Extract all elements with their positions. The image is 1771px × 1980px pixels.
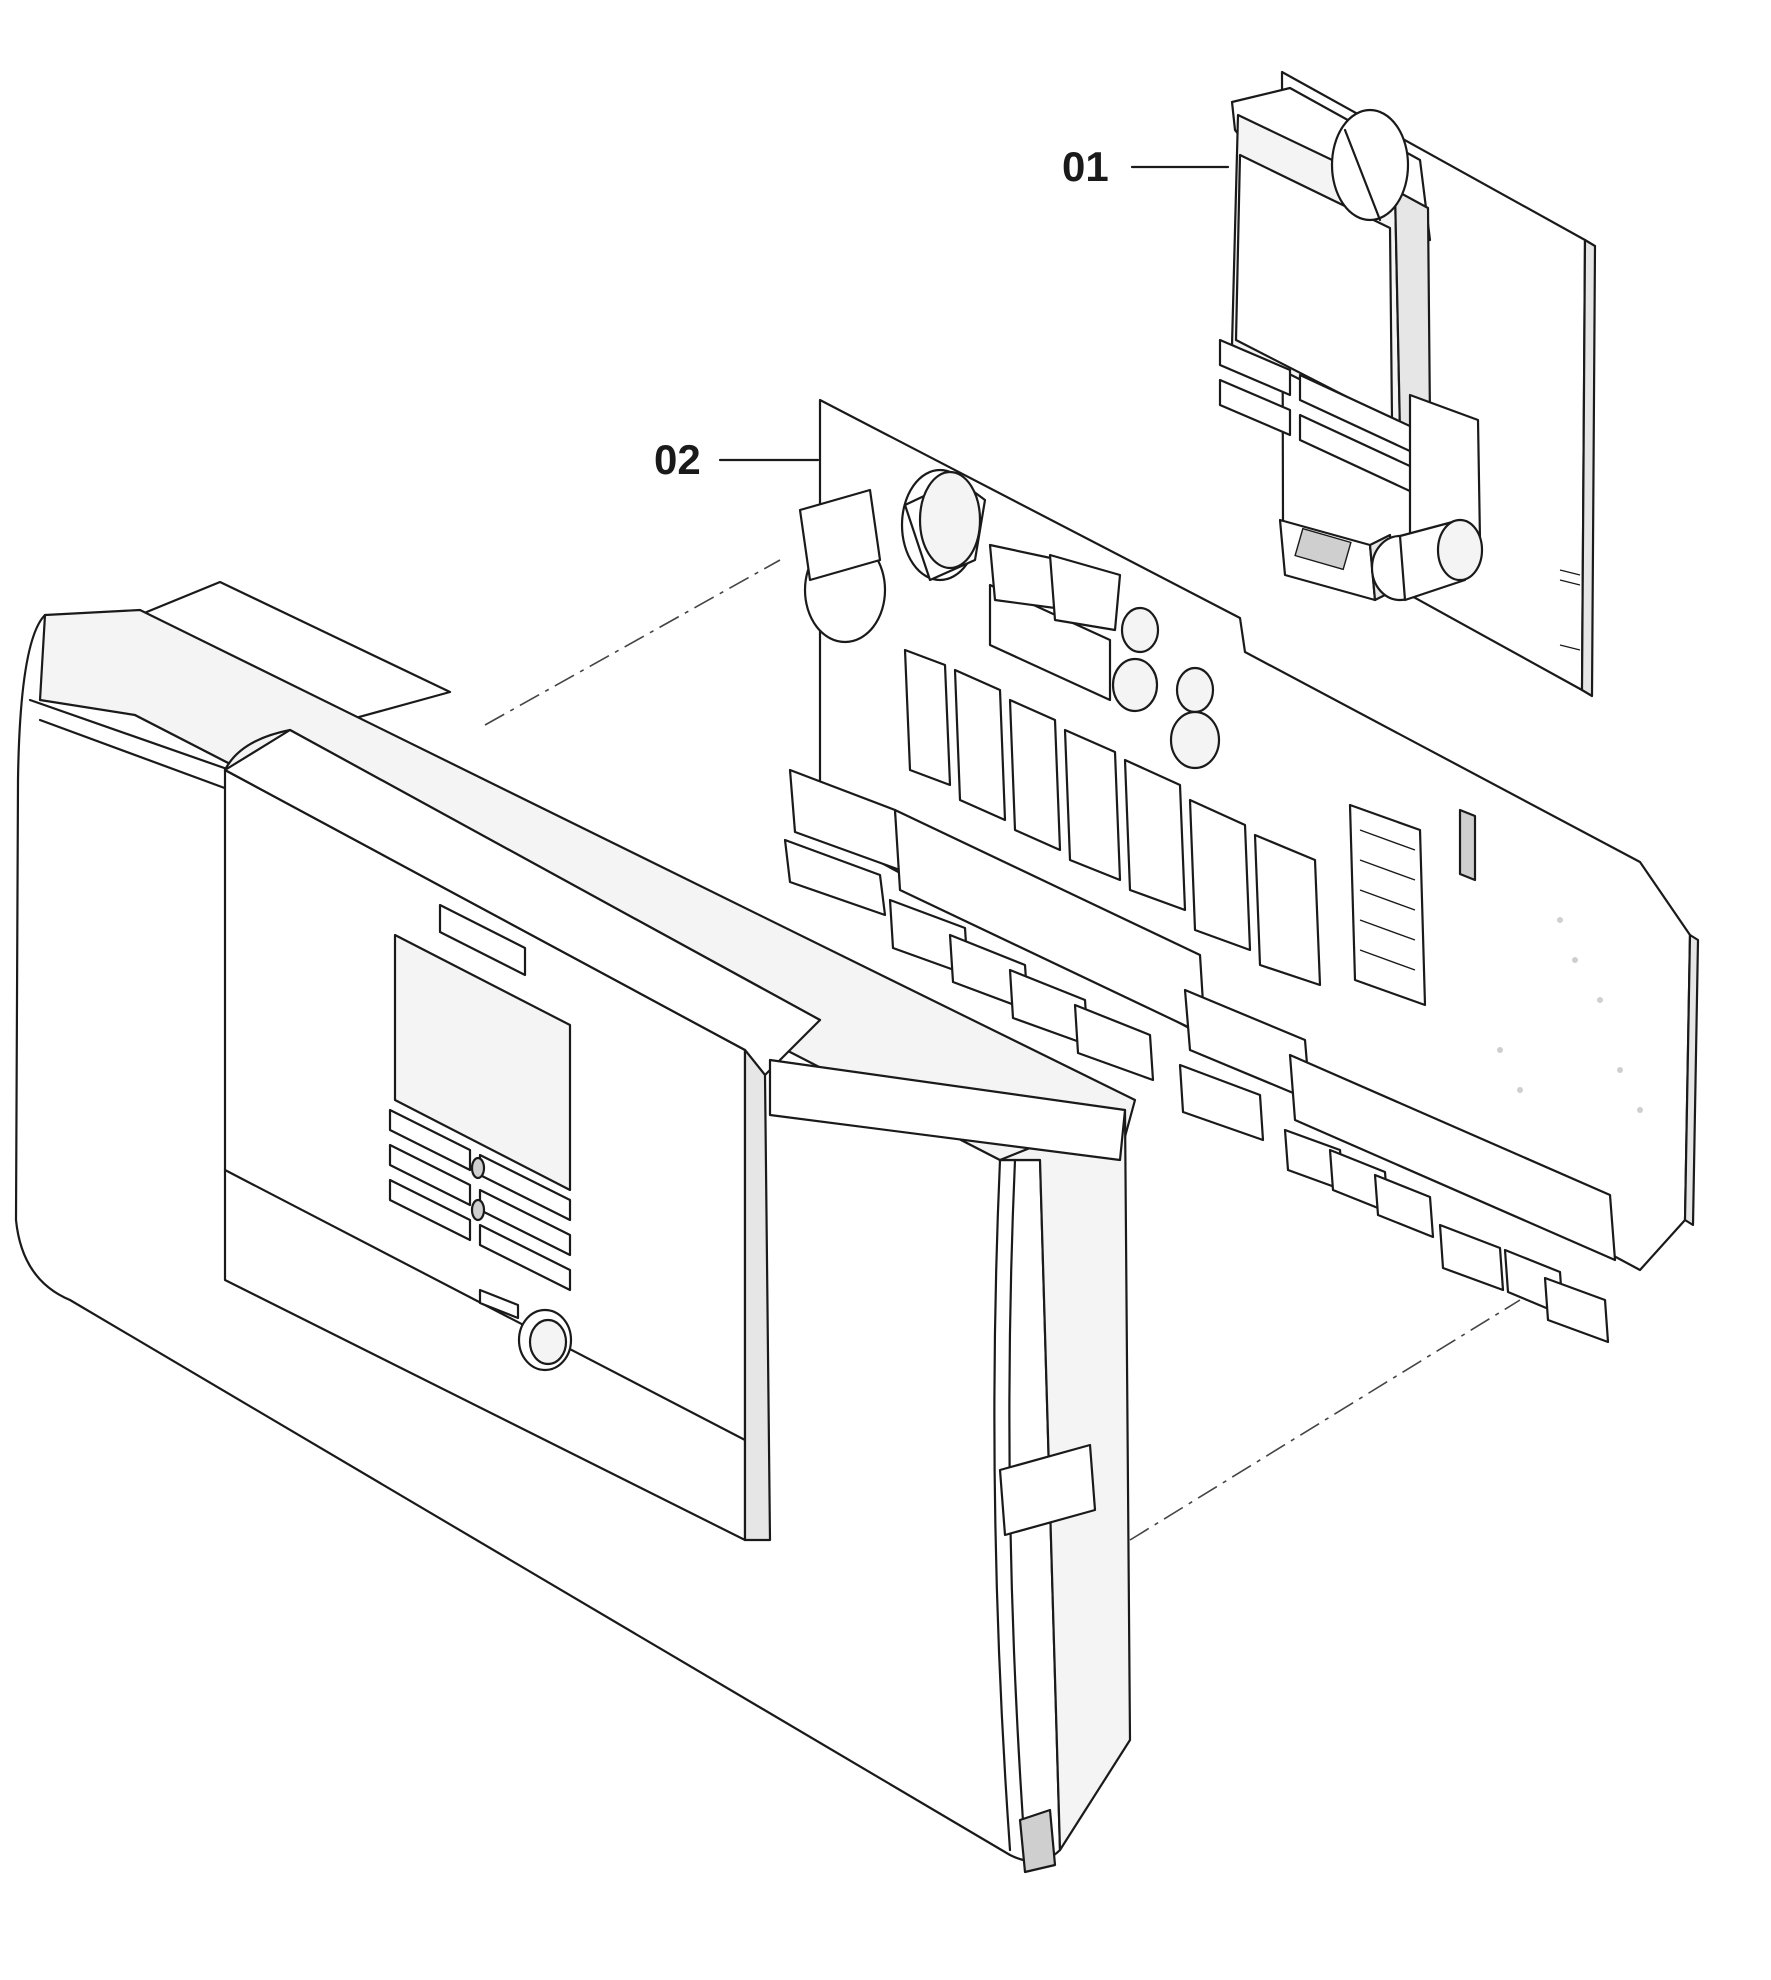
part-02-main-board — [783, 398, 1700, 1344]
terminal-blocks-left — [783, 768, 1312, 1142]
assembly-guide-lines — [484, 559, 1521, 1541]
control-buttons — [388, 1108, 572, 1292]
callout-label-01: 01 — [1062, 143, 1109, 190]
board-dots — [1497, 917, 1643, 1113]
terminal-blocks-right — [1283, 1053, 1617, 1344]
callout-01: 01 — [1062, 143, 1230, 190]
housing-front-cover — [14, 580, 1137, 1874]
callout-label-02: 02 — [654, 436, 701, 483]
part-01-module — [1218, 70, 1597, 698]
callout-02: 02 — [654, 436, 820, 483]
